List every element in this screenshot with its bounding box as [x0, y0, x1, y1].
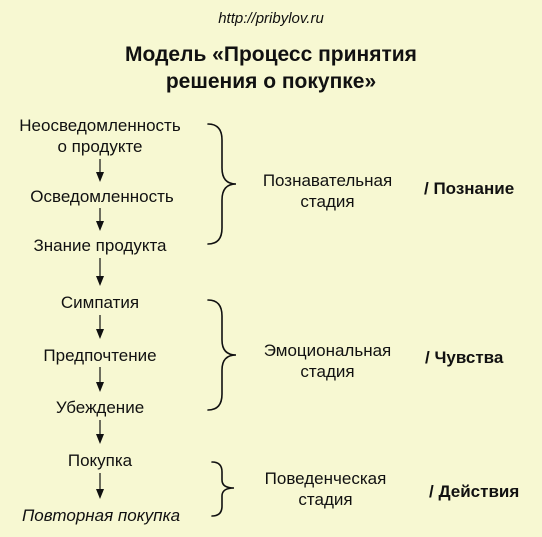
step-unawareness-line2: о продукте — [57, 137, 143, 156]
source-url: http://pribylov.ru — [218, 10, 324, 27]
arrow-awareness-to-knowledge — [96, 208, 104, 231]
brace-emotional — [207, 299, 237, 411]
step-awareness: Осведомленность — [30, 187, 174, 206]
step-unawareness: Неосведомленность о продукте — [0, 115, 200, 157]
arrow-unawareness-to-awareness — [96, 159, 104, 182]
stage-behavioral: Поведенческая стадия — [238, 468, 413, 510]
step-liking: Симпатия — [60, 293, 140, 312]
arrow-knowledge-to-liking — [96, 258, 104, 286]
brace-cognitive — [207, 123, 237, 245]
step-unawareness-line1: Неосведомленность — [19, 116, 181, 135]
arrow-liking-to-preference — [96, 315, 104, 339]
step-purchase: Покупка — [67, 451, 133, 470]
brace-behavioral — [211, 461, 235, 517]
tag-cognition: / Познание — [424, 179, 515, 198]
stage-cognitive-line2: стадия — [300, 192, 355, 211]
tag-feelings: / Чувства — [425, 348, 504, 367]
arrow-preference-to-conviction — [96, 367, 104, 392]
stage-emotional-line2: стадия — [300, 362, 355, 381]
stage-behavioral-line1: Поведенческая — [264, 469, 387, 488]
stage-emotional: Эмоциональная стадия — [240, 340, 415, 382]
step-knowledge: Знание продукта — [33, 236, 167, 255]
arrow-purchase-to-repeat — [96, 473, 104, 499]
tag-actions: / Действия — [429, 482, 520, 501]
diagram-title: Модель «Процесс принятия решения о покуп… — [0, 41, 542, 95]
stage-cognitive-line1: Познавательная — [262, 171, 393, 190]
title-line-1: Модель «Процесс принятия — [125, 43, 417, 66]
title-line-2: решения о покупке» — [165, 70, 377, 93]
step-conviction: Убеждение — [55, 398, 145, 417]
arrow-conviction-to-purchase — [96, 420, 104, 444]
stage-emotional-line1: Эмоциональная — [263, 341, 392, 360]
stage-behavioral-line2: стадия — [298, 490, 353, 509]
step-repeat-purchase: Повторная покупка — [21, 506, 181, 525]
stage-cognitive: Познавательная стадия — [240, 170, 415, 212]
step-preference: Предпочтение — [43, 346, 157, 365]
